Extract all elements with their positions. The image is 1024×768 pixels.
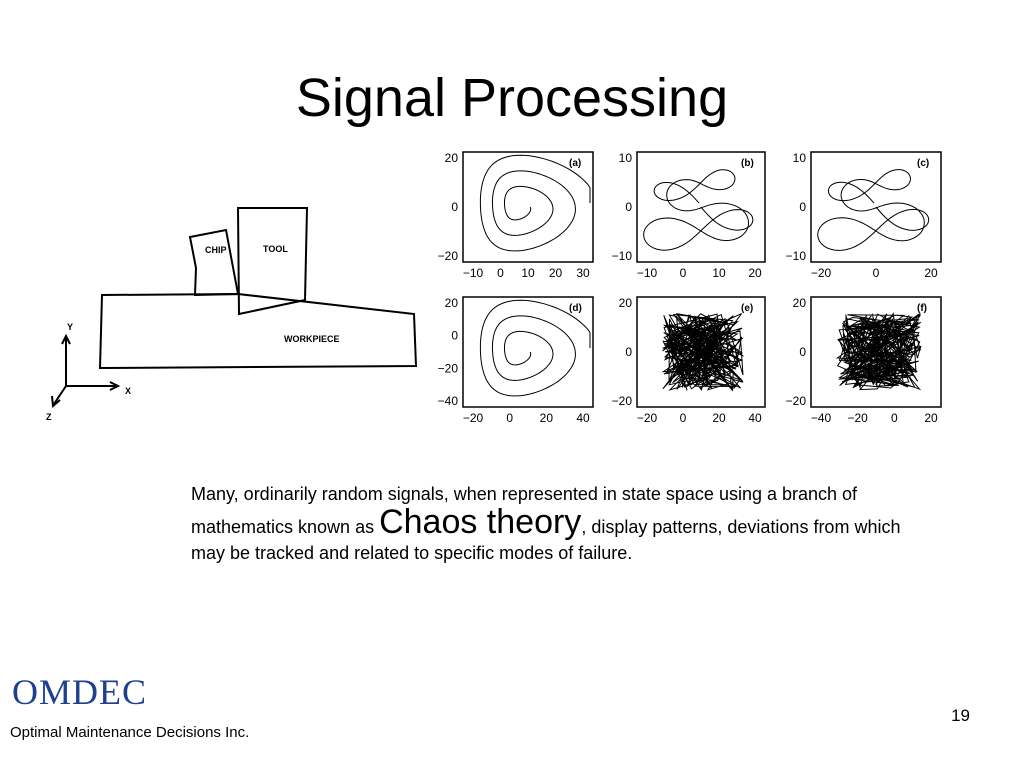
plot-tag: (d) bbox=[569, 303, 582, 314]
x-tick-label: 0 bbox=[680, 266, 687, 280]
x-tick-label: 10 bbox=[712, 266, 726, 280]
plot-frame bbox=[810, 151, 942, 263]
x-tick-label: 0 bbox=[891, 411, 898, 425]
chaos-theory-emphasis: Chaos theory bbox=[379, 503, 582, 541]
x-tick-label: −20 bbox=[847, 411, 868, 425]
y-tick-label: 20 bbox=[445, 296, 459, 310]
y-tick-label: 20 bbox=[445, 151, 459, 165]
chip-label: CHIP bbox=[205, 245, 227, 255]
attractor-plot: (a) −10 0 10 20 30 20 0 −20 bbox=[438, 151, 594, 280]
plot-tag: (f) bbox=[917, 303, 927, 314]
plot-tag: (a) bbox=[569, 158, 581, 169]
x-tick-label: −10 bbox=[463, 266, 484, 280]
x-tick-label: −10 bbox=[637, 266, 658, 280]
x-tick-label: 10 bbox=[521, 266, 535, 280]
y-tick-label: −10 bbox=[612, 249, 633, 263]
plot-frame bbox=[462, 296, 594, 408]
x-tick-label: −20 bbox=[637, 411, 658, 425]
plot-tag: (e) bbox=[741, 303, 753, 314]
y-tick-label: −10 bbox=[786, 249, 807, 263]
x-tick-label: 30 bbox=[576, 266, 590, 280]
x-tick-label: 20 bbox=[540, 411, 554, 425]
attractor-trajectory bbox=[479, 299, 591, 397]
plot-tag: (b) bbox=[741, 158, 754, 169]
x-tick-label: −20 bbox=[463, 411, 484, 425]
y-tick-label: 0 bbox=[451, 200, 458, 214]
attractor-plot: (b) −10 0 10 20 10 0 −10 bbox=[612, 151, 766, 280]
y-tick-label: −20 bbox=[438, 249, 459, 263]
x-tick-label: 40 bbox=[576, 411, 590, 425]
attractor-plot: (d) −20 0 20 40 20 0 −20 −40 bbox=[438, 296, 594, 425]
attractor-plot: (f) −40 −20 0 20 20 0 −20 bbox=[786, 296, 942, 425]
attractor-plot: (e) −20 0 20 40 20 0 −20 bbox=[612, 296, 766, 425]
y-tick-label: −20 bbox=[438, 361, 459, 375]
attractor-trajectory bbox=[479, 154, 591, 252]
state-space-plots: (a) −10 0 10 20 30 20 0 −20 (b) −10 0 10 20 10 0 −10 (c) −… bbox=[438, 151, 942, 425]
x-tick-label: 20 bbox=[924, 266, 938, 280]
body-paragraph: Many, ordinarily random signals, when re… bbox=[191, 481, 911, 566]
y-tick-label: 0 bbox=[451, 329, 458, 343]
x-tick-label: 0 bbox=[497, 266, 504, 280]
y-tick-label: 10 bbox=[793, 151, 807, 165]
attractor-trajectory bbox=[661, 313, 744, 392]
plot-frame bbox=[462, 151, 594, 263]
x-tick-label: −40 bbox=[811, 411, 832, 425]
plot-frame bbox=[636, 296, 766, 408]
x-tick-label: 20 bbox=[712, 411, 726, 425]
y-tick-label: −40 bbox=[438, 394, 459, 408]
company-name: Optimal Maintenance Decisions Inc. bbox=[10, 724, 250, 741]
x-tick-label: 0 bbox=[680, 411, 687, 425]
plot-frame bbox=[636, 151, 766, 263]
y-tick-label: −20 bbox=[612, 394, 633, 408]
workpiece-label: WORKPIECE bbox=[284, 334, 340, 344]
y-tick-label: 0 bbox=[799, 345, 806, 359]
body-text-start: Many, ordinarily random signals, when re… bbox=[191, 484, 858, 537]
y-tick-label: 10 bbox=[619, 151, 633, 165]
x-tick-label: 40 bbox=[748, 411, 762, 425]
attractor-trajectory bbox=[643, 169, 754, 251]
x-tick-label: 20 bbox=[748, 266, 762, 280]
body-text-end: , display patterns, deviations from whic… bbox=[191, 517, 901, 563]
workpiece-outline bbox=[98, 292, 418, 370]
axis-z-label: Z bbox=[46, 412, 52, 422]
page-number: 19 bbox=[951, 706, 970, 725]
axis-x-label: X bbox=[125, 386, 131, 396]
cutting-diagram: CHIP TOOL WORKPIECE Y X Z bbox=[46, 207, 418, 422]
tool-outline bbox=[236, 207, 309, 316]
attractor-trajectory bbox=[817, 169, 930, 251]
y-tick-label: 0 bbox=[625, 345, 632, 359]
y-tick-label: 20 bbox=[619, 296, 633, 310]
x-tick-label: 0 bbox=[873, 266, 880, 280]
x-tick-label: 20 bbox=[549, 266, 563, 280]
tool-label: TOOL bbox=[263, 244, 288, 254]
x-tick-label: 0 bbox=[506, 411, 513, 425]
y-tick-label: 0 bbox=[799, 200, 806, 214]
plot-frame bbox=[810, 296, 942, 408]
axes-icon bbox=[51, 333, 121, 409]
axis-y-label: Y bbox=[67, 322, 73, 332]
attractor-plot: (c) −20 0 20 10 0 −10 bbox=[786, 151, 942, 280]
x-tick-label: −20 bbox=[811, 266, 832, 280]
chip-outline bbox=[188, 228, 240, 297]
omdec-logo: OMDEC bbox=[12, 672, 148, 712]
y-tick-label: −20 bbox=[786, 394, 807, 408]
x-tick-label: 20 bbox=[924, 411, 938, 425]
plot-tag: (c) bbox=[917, 158, 929, 169]
slide-title: Signal Processing bbox=[295, 68, 729, 128]
attractor-trajectory bbox=[835, 312, 922, 391]
y-tick-label: 0 bbox=[625, 200, 632, 214]
y-tick-label: 20 bbox=[793, 296, 807, 310]
